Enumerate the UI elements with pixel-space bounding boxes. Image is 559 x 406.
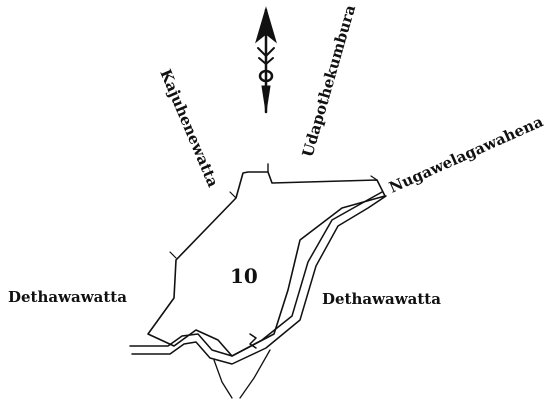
label-kajuhenewatta: Kajuhenewatta bbox=[156, 67, 222, 190]
lot-number: 10 bbox=[230, 264, 258, 288]
label-dethawawatta-east: Dethawawatta bbox=[322, 290, 441, 308]
lot-boundary bbox=[147, 171, 386, 357]
north-arrow-icon bbox=[255, 6, 277, 114]
stream-inner bbox=[131, 195, 387, 365]
label-dethawawatta-west: Dethawawatta bbox=[8, 288, 127, 306]
label-nugawelagawahena: Nugawelagawahena bbox=[386, 112, 546, 196]
track-south bbox=[213, 359, 233, 399]
label-udapothekumbura: Udapothekumbura bbox=[299, 3, 360, 159]
stream-outer bbox=[129, 191, 383, 357]
